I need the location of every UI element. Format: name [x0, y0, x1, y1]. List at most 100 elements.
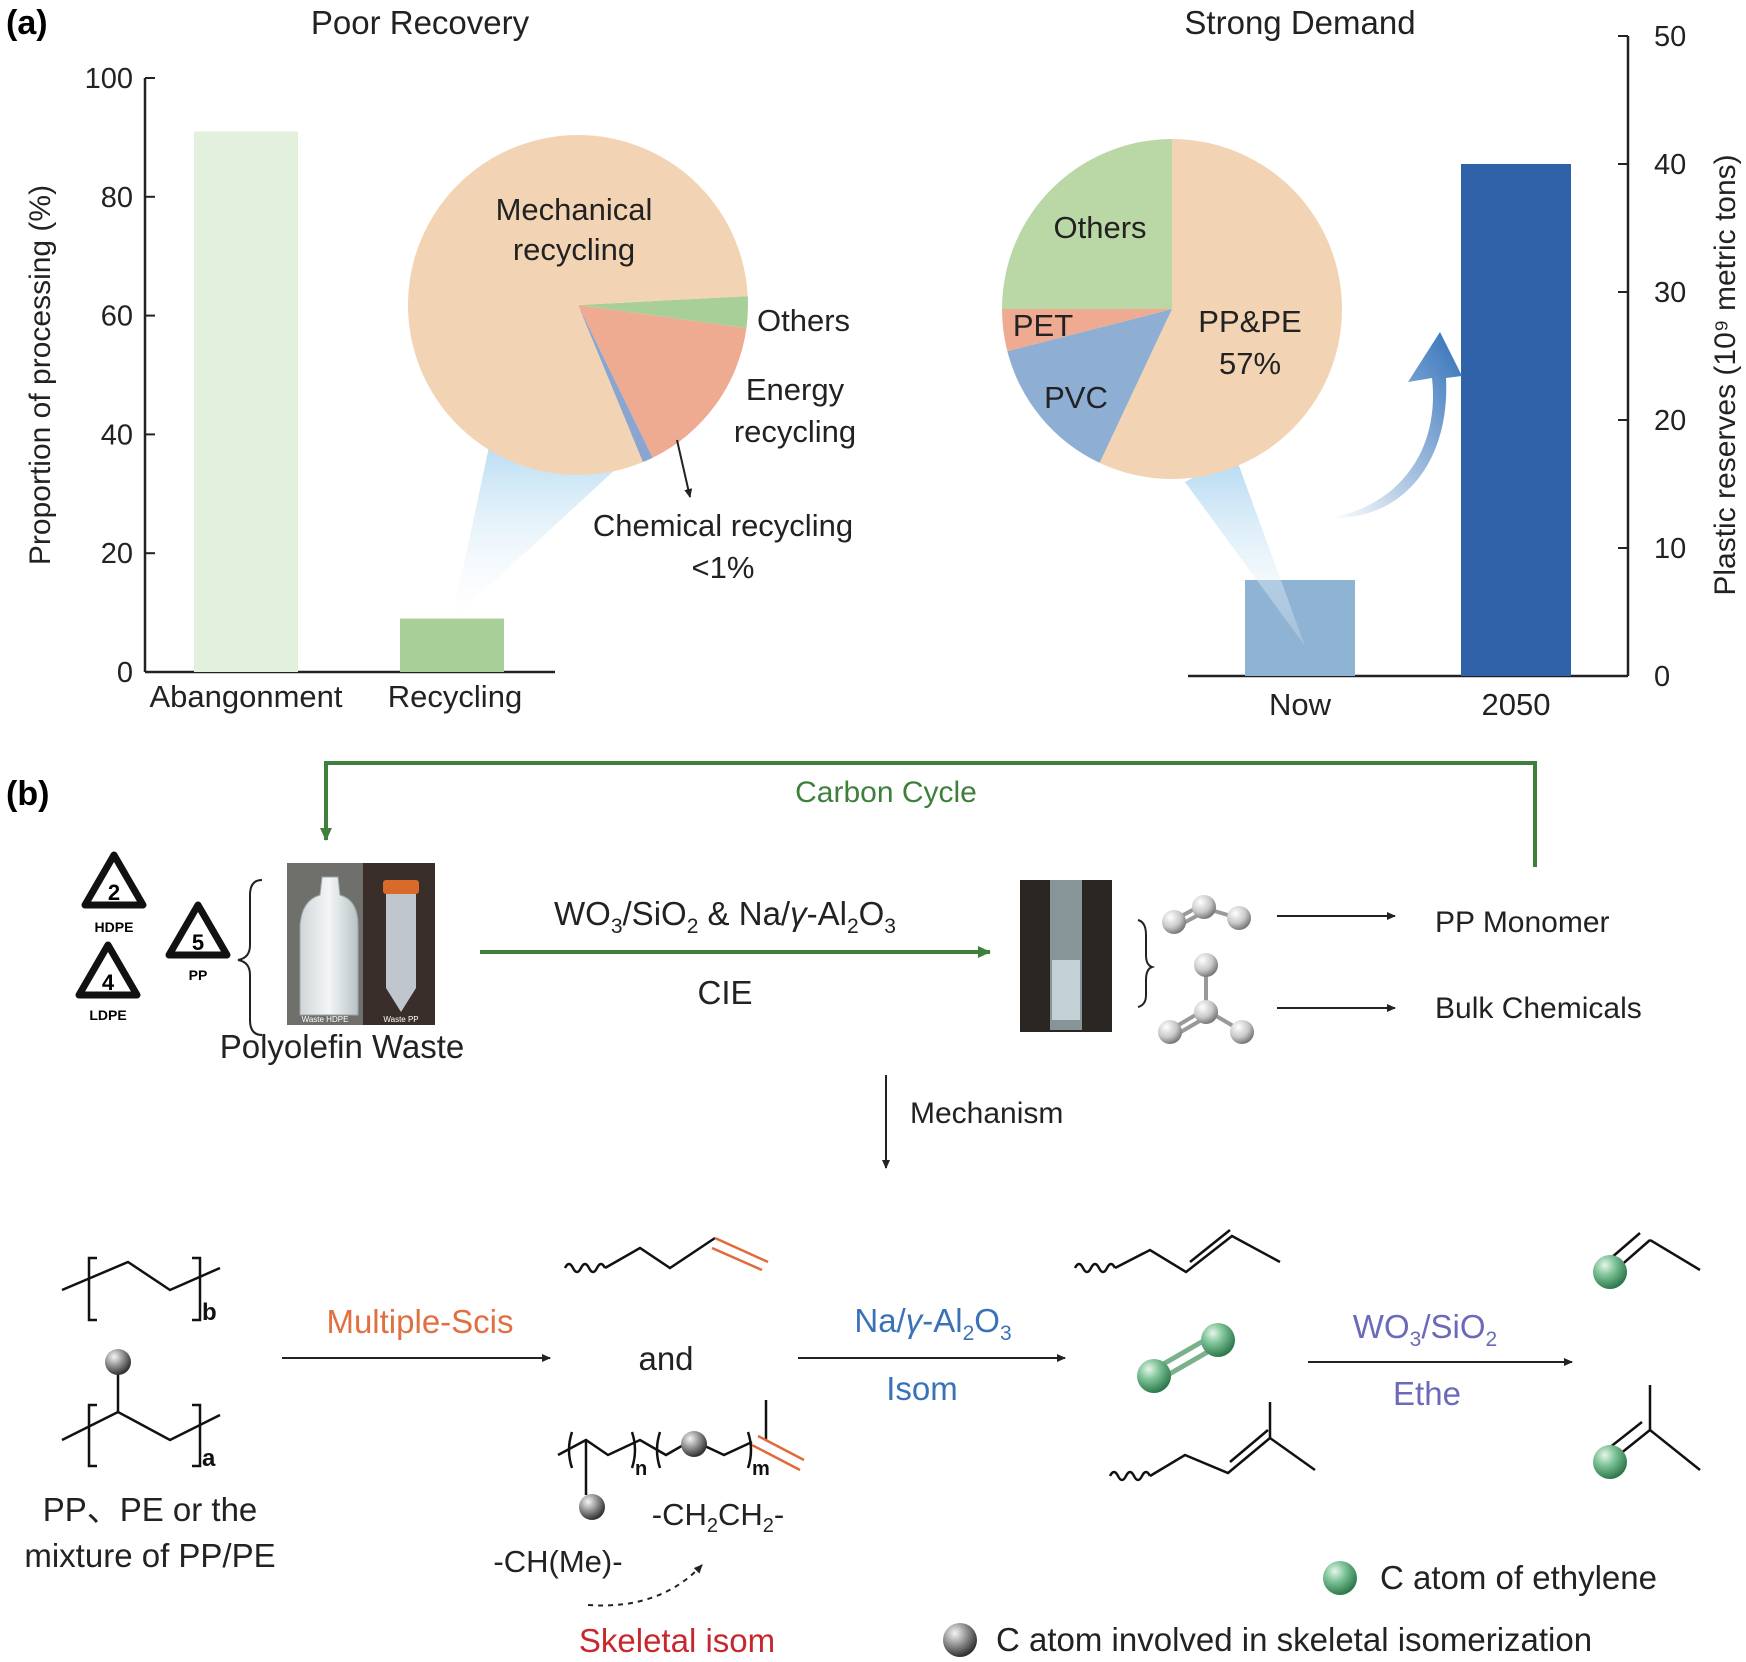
- photo-caption-hdpe: Waste HDPE: [302, 1015, 349, 1024]
- y-tick-label: 10: [1654, 533, 1686, 565]
- recycle-triangle-icon: [75, 941, 141, 999]
- internal-alkene-structure: [1073, 1229, 1281, 1274]
- pie-label-pppe-1: PP&PE: [1198, 304, 1301, 339]
- y-tick-label: 30: [1654, 277, 1686, 309]
- step1-label: Multiple-Scis: [326, 1303, 513, 1340]
- y-tick-label: 50: [1654, 21, 1686, 53]
- pie-slice-pet: [1002, 309, 1172, 352]
- right-y-axis-label: Plastic reserves (10⁹ metric tons): [1709, 154, 1742, 595]
- pie-label-pvc: PVC: [1044, 380, 1108, 415]
- pie-slice-mechanical-recycling: [408, 134, 748, 475]
- propylene-molecule-icon: [1162, 895, 1251, 934]
- process-label: CIE: [697, 974, 752, 1011]
- grey-atom-icon: [579, 1494, 605, 1520]
- recycle-triangle-icon: [81, 851, 147, 909]
- pie-label-pppe-2: 57%: [1219, 346, 1281, 381]
- left-chart-bars: [194, 131, 504, 672]
- recycle-code-hdpe: 2 HDPE: [81, 851, 147, 935]
- reactor-photo: [1020, 880, 1112, 1032]
- y-tick-label: 40: [101, 419, 133, 451]
- step2-catalyst-label: Na/γ-Al2O3: [854, 1302, 1011, 1345]
- feed-label-1: PP、PE or the: [43, 1491, 258, 1528]
- y-tick-label: 100: [85, 63, 133, 95]
- chemical-recycling-pointer: [676, 439, 693, 498]
- pie-label-others: Others: [757, 303, 850, 338]
- step3-catalyst-label: WO3/SiO2: [1353, 1308, 1497, 1351]
- right-zoom-cone: [1185, 455, 1305, 646]
- step3-label: Ethe: [1393, 1375, 1461, 1412]
- recycle-name: HDPE: [95, 919, 134, 935]
- carbon-cycle-arrow: [320, 761, 1537, 867]
- subscript-n: n: [635, 1458, 647, 1480]
- pp-structure: [61, 1368, 221, 1468]
- step2-label: Isom: [886, 1370, 958, 1407]
- bar-abangonment: [194, 131, 298, 672]
- isobutylene-molecule-icon: [1158, 953, 1254, 1044]
- green-atom-icon: [1593, 1445, 1627, 1479]
- y-tick-label: 40: [1654, 149, 1686, 181]
- photo-caption-pp: Waste PP: [383, 1015, 418, 1024]
- recycle-number: 5: [192, 930, 204, 955]
- recycle-code-ldpe: 4 LDPE: [75, 941, 141, 1023]
- terminal-alkene-structure: [563, 1236, 769, 1274]
- growth-arrow: [1330, 332, 1462, 519]
- ch2ch2-label: -CH2CH2-: [652, 1497, 784, 1537]
- pie-label-chemical-2: <1%: [692, 550, 755, 585]
- pie-slice-pp-pe-57-: [1099, 139, 1342, 479]
- right-chart-y-ticks: 0 10 20 30 40 50: [1618, 21, 1686, 693]
- copolymer-structure: [557, 1400, 805, 1495]
- pp-subscript: a: [202, 1445, 216, 1472]
- left-pie-chart: [408, 134, 748, 475]
- panel-b-label: (b): [6, 775, 49, 813]
- y-tick-label: 20: [101, 538, 133, 570]
- y-tick-label: 60: [101, 301, 133, 333]
- skeletal-isom-arrow: [587, 1564, 703, 1607]
- pie-slice-energy-recycling: [578, 305, 747, 458]
- left-zoom-cone: [452, 433, 655, 620]
- y-tick-label: 20: [1654, 405, 1686, 437]
- mechanism-label: Mechanism: [910, 1097, 1063, 1130]
- feed-label-2: mixture of PP/PE: [24, 1537, 275, 1574]
- pie-label-energy-2: recycling: [734, 414, 856, 449]
- y-tick-label: 0: [117, 657, 133, 689]
- carbon-cycle-label: Carbon Cycle: [795, 776, 977, 809]
- skeletal-isom-label: Skeletal isom: [579, 1622, 775, 1659]
- pie-slice-others: [578, 296, 748, 329]
- pie-slice-chemical-recycling-1-: [578, 305, 653, 463]
- left-x-label-recycling: Recycling: [388, 679, 522, 714]
- y-tick-label: 0: [1654, 661, 1670, 693]
- pie-label-mechanical-2: recycling: [513, 232, 635, 267]
- pie-slice-pvc: [1007, 309, 1172, 463]
- polyolefin-waste-label: Polyolefin Waste: [220, 1028, 465, 1065]
- waste-photo: Waste HDPE Waste PP: [287, 863, 435, 1025]
- green-atom-icon: [1593, 1255, 1627, 1289]
- panel-a-label: (a): [6, 4, 48, 42]
- left-y-axis-label: Proportion of processing (%): [24, 185, 57, 565]
- right-x-label-now: Now: [1269, 687, 1332, 722]
- pie-label-chemical-1: Chemical recycling: [593, 508, 853, 543]
- pe-subscript: b: [202, 1299, 217, 1326]
- recycle-name: LDPE: [89, 1007, 126, 1023]
- product-pp-monomer: PP Monomer: [1435, 906, 1610, 939]
- pie-label-others-right: Others: [1053, 210, 1146, 245]
- legend-skeletal-label: C atom involved in skeletal isomerizatio…: [996, 1621, 1592, 1658]
- pe-structure: [61, 1256, 221, 1322]
- pie-label-pet: PET: [1013, 308, 1073, 343]
- right-chart-title: Strong Demand: [1184, 4, 1415, 41]
- left-x-label-abandonment: Abangonment: [149, 679, 342, 714]
- pie-slice-others: [1002, 139, 1172, 309]
- legend-grey-atom-icon: [943, 1623, 977, 1657]
- ethylene-molecule-icon: [1137, 1323, 1235, 1393]
- chme-label: -CH(Me)-: [493, 1544, 622, 1579]
- right-x-label-2050: 2050: [1482, 687, 1551, 722]
- pie-label-energy-1: Energy: [746, 372, 845, 407]
- recycle-code-pp: 5 PP: [165, 901, 231, 983]
- left-chart-title: Poor Recovery: [311, 4, 530, 41]
- legend-ethylene-label: C atom of ethylene: [1380, 1559, 1657, 1596]
- grey-atom-icon: [681, 1431, 707, 1457]
- trisubstituted-alkene-structure: [1108, 1402, 1316, 1482]
- brace: [1137, 919, 1156, 1008]
- catalyst-label: WO3/SiO2 & Na/γ-Al2O3: [554, 895, 896, 938]
